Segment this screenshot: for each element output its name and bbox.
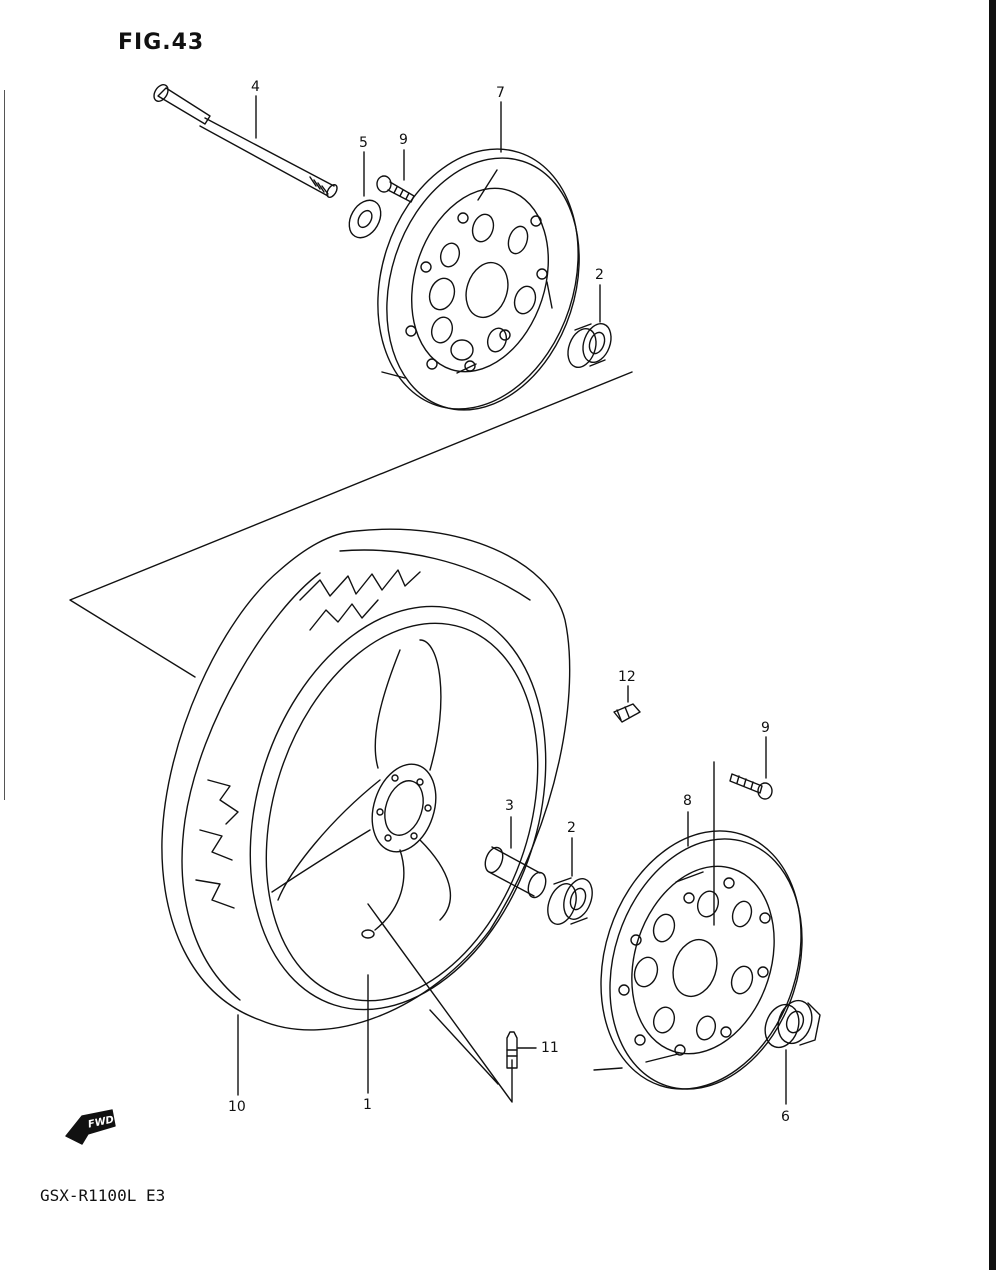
fwd-arrow-icon (65, 1109, 116, 1145)
callout-9-top: 9 (399, 132, 408, 148)
valve-construction-line (367, 903, 513, 1103)
wheel-bearing-top (567, 322, 612, 369)
valve-cap (613, 703, 641, 723)
wheel-bearing-bottom (547, 877, 593, 925)
callout-9-bottom: 9 (761, 720, 770, 736)
brake-disc-bottom (593, 830, 803, 1090)
spacer-collar (348, 199, 382, 239)
callout-7: 7 (496, 85, 505, 101)
callout-6: 6 (781, 1109, 790, 1125)
callout-5: 5 (359, 135, 368, 151)
hub-spacer (484, 846, 547, 899)
callout-11: 11 (541, 1040, 559, 1056)
front-wheel-rim (249, 605, 547, 1011)
page-edge-border (989, 0, 996, 1270)
figure-title: FIG.43 (118, 30, 205, 55)
callout-3: 3 (505, 798, 514, 814)
callout-1: 1 (363, 1097, 372, 1113)
callout-8: 8 (683, 793, 692, 809)
callout-2-bottom: 2 (567, 820, 576, 836)
brake-disc-top (377, 148, 580, 411)
model-designation: GSX-R1100L E3 (40, 1186, 166, 1205)
callout-4: 4 (251, 79, 260, 95)
page-left-rule (4, 90, 5, 800)
callout-2-top: 2 (595, 267, 604, 283)
disc-bolt-bottom (729, 773, 773, 800)
tire-valve (506, 1031, 518, 1069)
front-wheel-tire (161, 528, 571, 1031)
callout-12: 12 (618, 669, 636, 685)
disc-bolt-top (376, 175, 415, 203)
axle-construction-line (69, 371, 633, 678)
callout-10: 10 (228, 1099, 246, 1115)
speedometer-gearbox (764, 999, 821, 1049)
front-axle (153, 84, 338, 199)
